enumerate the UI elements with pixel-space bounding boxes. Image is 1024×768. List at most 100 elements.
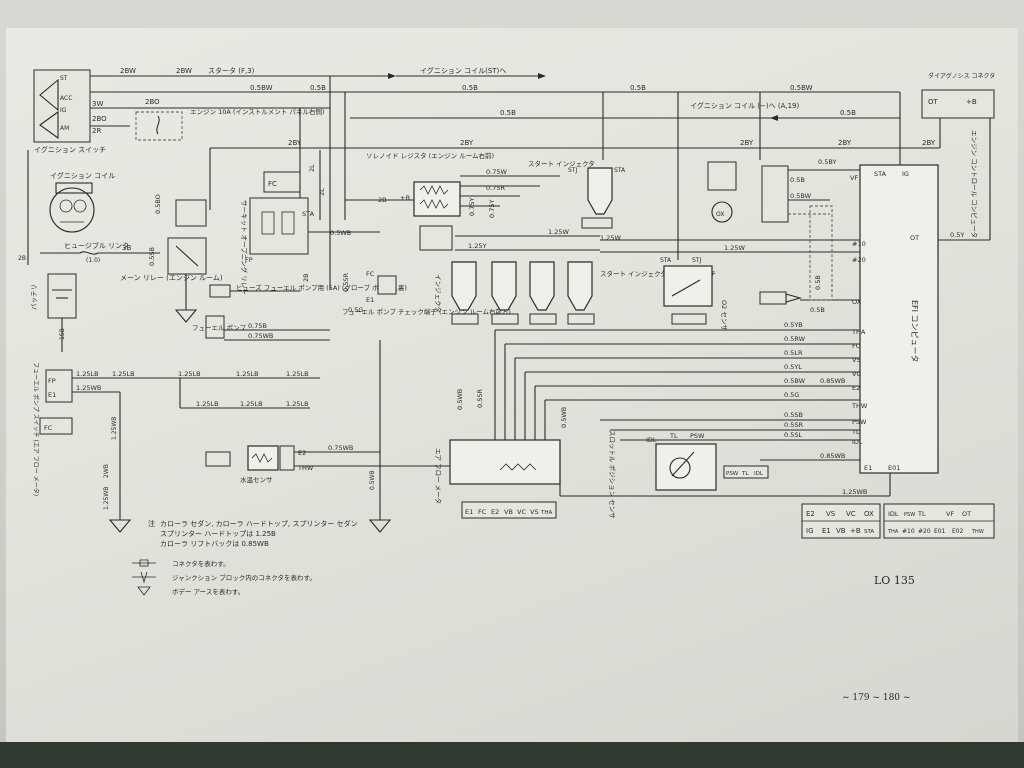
battery-label: バッテリ — [30, 284, 38, 310]
tps-psw: PSW — [690, 432, 705, 440]
efi-connector-a: E2 VS VC OX IG E1 VB +B STA — [801, 503, 881, 539]
connectors-upper-right: OX 0.5B 0.5BW 0.5BY 0.5B — [707, 158, 860, 301]
ignition-coil-label: イグニション コイル — [50, 171, 115, 180]
efi-psw: PSW — [852, 418, 867, 426]
wire-05bw-upper: 0.5BW — [790, 192, 812, 200]
wire-05rw: 0.5RW — [784, 335, 806, 343]
ignition-coil: イグニション コイル — [49, 171, 115, 233]
efi-connector-b: IDL PSW TL VF OT THA #10 #20 E01 E02 THW — [883, 503, 995, 539]
fuel-pump-label: フューエル ポンプ — [192, 324, 246, 332]
wire-05b-e: 0.5B — [500, 109, 516, 117]
page-numbers: ~ 179 ~ 180 ~ — [842, 693, 910, 703]
ignition-coil-minus-label: イグニション コイル (−)へ (A,19) — [690, 101, 800, 110]
wire-2bw-b: 2BW — [176, 67, 192, 75]
efi-thw: THW — [851, 402, 868, 410]
wire-05wb-relay: 0.5WB — [330, 229, 351, 237]
wire-085wb: 0.85WB — [820, 377, 845, 385]
start-injector-stj: STJ — [568, 167, 577, 174]
air-flow-meter: エア フロー メータ E1 FC E2 VB VC VS THA 0.5WB 0… — [434, 389, 568, 519]
wire-125y: 1.25Y — [468, 242, 486, 250]
wire-075w: 0.75W — [486, 168, 507, 176]
fps-e1: E1 — [48, 391, 56, 399]
tps-conn-tl: TL — [741, 471, 749, 477]
wire-125wb-efi: 1.25WB — [842, 488, 867, 496]
start-injector-timer-label: スタート インジェクタ タイム スイッチ — [600, 269, 716, 278]
efi-sta: STA — [874, 170, 887, 178]
engine-10a-label: エンジン 10A (インストルメント パネル右側) — [190, 107, 324, 116]
wire-05sb-bus: 0.5SB — [784, 411, 803, 419]
diag-plus-b: +B — [966, 98, 977, 106]
wire-2bo-a: 2BO — [92, 115, 107, 123]
efi-b-ot: OT — [962, 510, 971, 518]
wire-05y: 0.5Y — [950, 231, 964, 239]
start-injector: スタート インジェクタ STJ STA — [528, 159, 626, 229]
circuit-opening-relay-label: サーキット オープニング リレー — [240, 200, 249, 295]
timer-stj: STJ — [692, 257, 701, 264]
ign-ig-terminal: IG — [60, 107, 67, 114]
main-relay: メーン リレー (エンジン ルーム) — [120, 237, 223, 323]
wire-05bw-bus: 0.5BW — [784, 377, 806, 385]
connector-blocks-center-left: FC 2L 2L 0.5BO 0.5SB — [148, 108, 326, 266]
wire-2bw-a: 2BW — [120, 67, 136, 75]
wire-075wb: 0.75WB — [248, 332, 273, 340]
efi-a-e1: E1 — [822, 527, 831, 535]
wire-2bo-b: 2BO — [145, 98, 160, 106]
wire-05b-b: 0.5B — [462, 84, 478, 92]
fuse-pump-label: ヒューズ フューエル ポンプ用 (5A) (グローブ ボックス裏) — [236, 283, 407, 292]
wire-05sb: 0.5SB — [148, 247, 156, 266]
note-line3: カローラ リフトバックは 0.85WB — [160, 540, 269, 548]
efi-tl: TL — [851, 428, 860, 436]
wire-125lb-e: 1.25LB — [286, 370, 309, 378]
afm-connector: E1 FC E2 VB VC VS THA — [465, 508, 552, 516]
efi-ot: OT — [910, 234, 919, 242]
ignition-switch-label: イグニション スイッチ — [34, 145, 106, 154]
efi-idl: IDL — [852, 438, 863, 446]
wire-125wb-vert: 1.25WB — [111, 417, 118, 440]
wire-05b-o2: 0.5B — [810, 306, 825, 314]
legend: コネクタを表わす。 ジャンクション ブロック内のコネクタを表わす。 ボデー アー… — [132, 559, 316, 596]
wire-05by-upper: 0.5BY — [818, 158, 836, 166]
efi-a-ox: OX — [864, 510, 874, 518]
manual-page — [6, 28, 1018, 742]
wire-05wb-afm: 0.5WB — [456, 389, 464, 410]
check-e1: E1 — [366, 296, 374, 304]
legend-connector: コネクタを表わす。 — [172, 559, 230, 568]
o2-sensor: O2 センサ 0.5B — [720, 291, 860, 331]
wire-05wb-afm-r: 0.5WB — [560, 407, 568, 428]
injectors: インジェクタ 1.25Y 1.25W 1.25W 1.25W — [434, 228, 860, 325]
start-injector-sta: STA — [614, 167, 626, 174]
afm-vs: VS — [530, 508, 539, 516]
efi-a-ig: IG — [806, 527, 814, 535]
efi-b-psw: PSW — [904, 512, 915, 518]
throttle-switch-label: スロットル ポジション センサ — [608, 430, 616, 519]
efi-a-vb: VB — [836, 527, 846, 535]
wire-05b-upper: 0.5B — [790, 176, 805, 184]
start-injector-label: スタート インジェクタ — [528, 159, 595, 168]
note-title: 注 — [148, 519, 155, 528]
efi-a-e2: E2 — [806, 510, 815, 518]
diagnosis-connector: ダイアグノシス コネクタ OT +B エンジン コントロール コンピュータ 0.… — [921, 72, 995, 241]
ignition-coil-st-label: イグニション コイル(ST)へ — [420, 66, 506, 75]
fusible-link-rating: (1.0) — [86, 257, 100, 264]
efi-fc: FC — [852, 342, 861, 350]
efi-vc: VC — [852, 370, 861, 378]
conn-e-fc: FC — [268, 180, 277, 188]
wire-05g-bus: 0.5G — [784, 391, 799, 399]
wire-2wb: 2WB — [103, 464, 110, 478]
efi-b10: #10 — [852, 240, 866, 248]
fuel-pump: フューエル ポンプ 0.75B 0.75WB — [192, 315, 330, 341]
efi-b-thw: THW — [971, 529, 984, 535]
wire-2b-left: 2B — [18, 255, 26, 262]
ox-circle-label: OX — [716, 211, 724, 218]
main-relay-label: メーン リレー (エンジン ルーム) — [120, 274, 223, 282]
wire-125wb-vert2: 1.25WB — [103, 487, 110, 510]
efi-tha: THA — [851, 328, 866, 336]
fuel-pump-switch-label: フューエル ポンプ スイッチ (エア フロー メータ) — [32, 362, 40, 496]
wire-2l-b: 2L — [318, 188, 326, 196]
note-line1: カローラ セダン, カローラ ハードトップ, スプリンター セダン — [160, 519, 358, 528]
wire-05b-c: 0.5B — [630, 84, 646, 92]
efi-a-vs: VS — [826, 510, 836, 518]
water-temp-sensor-label: 水温センサ — [240, 475, 273, 484]
wire-05bw-a: 0.5BW — [250, 84, 273, 92]
fps-conn: FC — [44, 424, 53, 432]
